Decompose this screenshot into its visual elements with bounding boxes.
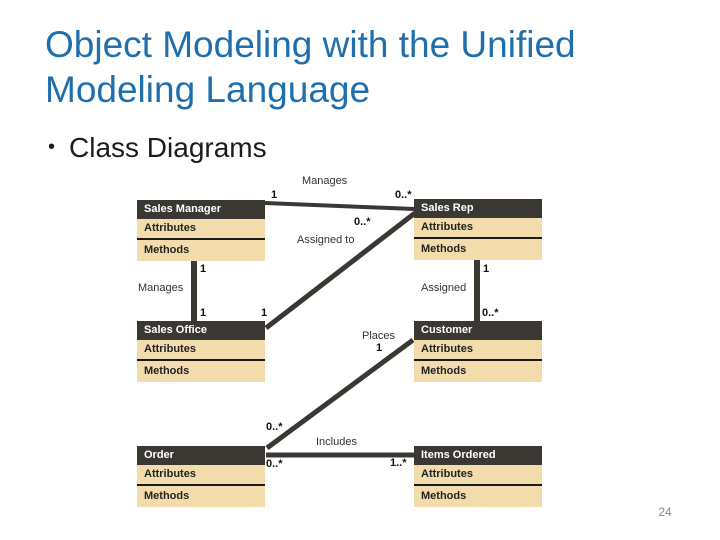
methods-row: Methods [137, 361, 265, 382]
page-title-line1: Object Modeling with the Unified [45, 24, 576, 65]
attributes-row: Attributes [414, 340, 542, 361]
label-includes: Includes [316, 436, 357, 448]
association-manages-top-line [264, 201, 415, 211]
class-box-order: Order Attributes Methods [137, 446, 265, 507]
class-box-customer: Customer Attributes Methods [414, 321, 542, 382]
class-header: Sales Rep [414, 199, 542, 218]
class-header: Customer [414, 321, 542, 340]
label-manages-left: Manages [138, 282, 184, 294]
uml-class-diagram: Sales Manager Attributes Methods Sales R… [130, 170, 550, 515]
label-places: Places [362, 330, 396, 342]
multiplicity-manages-left-bottom: 1 [200, 307, 207, 319]
multiplicity-places-one: 1 [376, 342, 383, 354]
multiplicity-assigned-to-one: 1 [261, 307, 268, 319]
multiplicity-includes-many-order: 0..* [266, 458, 283, 470]
label-assigned-to: Assigned to [297, 234, 355, 246]
attributes-row: Attributes [414, 465, 542, 486]
class-box-sales-manager: Sales Manager Attributes Methods [137, 200, 265, 261]
class-header: Sales Office [137, 321, 265, 340]
attributes-row: Attributes [137, 465, 265, 486]
association-places-line [265, 337, 415, 451]
attributes-row: Attributes [137, 219, 265, 240]
class-box-sales-rep: Sales Rep Attributes Methods [414, 199, 542, 260]
attributes-row: Attributes [137, 340, 265, 361]
bullet-text: Class Diagrams [69, 132, 267, 163]
bullet-item: • Class Diagrams [48, 132, 267, 164]
multiplicity-manages-left-top: 1 [200, 263, 207, 275]
methods-row: Methods [137, 486, 265, 507]
multiplicity-assigned-right-top: 1 [483, 263, 490, 275]
bullet-icon: • [48, 135, 56, 158]
page-title-line2: Modeling Language [45, 69, 371, 110]
attributes-row: Attributes [414, 218, 542, 239]
class-box-items-ordered: Items Ordered Attributes Methods [414, 446, 542, 507]
class-header: Items Ordered [414, 446, 542, 465]
label-manages-top: Manages [302, 175, 348, 187]
methods-row: Methods [414, 486, 542, 507]
methods-row: Methods [137, 240, 265, 261]
class-header: Sales Manager [137, 200, 265, 219]
methods-row: Methods [414, 239, 542, 260]
association-lines [191, 201, 480, 458]
multiplicity-manages-many: 0..* [395, 189, 412, 201]
methods-row: Methods [414, 361, 542, 382]
page-number: 24 [658, 505, 672, 519]
page-title: Object Modeling with the Unified Modelin… [45, 22, 685, 112]
label-assigned-right: Assigned [421, 282, 467, 294]
class-header: Order [137, 446, 265, 465]
association-assigned-to-line [264, 211, 417, 330]
multiplicity-includes-many-items: 1..* [390, 457, 407, 469]
multiplicity-assigned-to-many: 0..* [354, 216, 371, 228]
multiplicity-places-many: 0..* [266, 421, 283, 433]
multiplicity-manages-one: 1 [271, 189, 278, 201]
multiplicity-assigned-right-many: 0..* [482, 307, 499, 319]
class-box-sales-office: Sales Office Attributes Methods [137, 321, 265, 382]
